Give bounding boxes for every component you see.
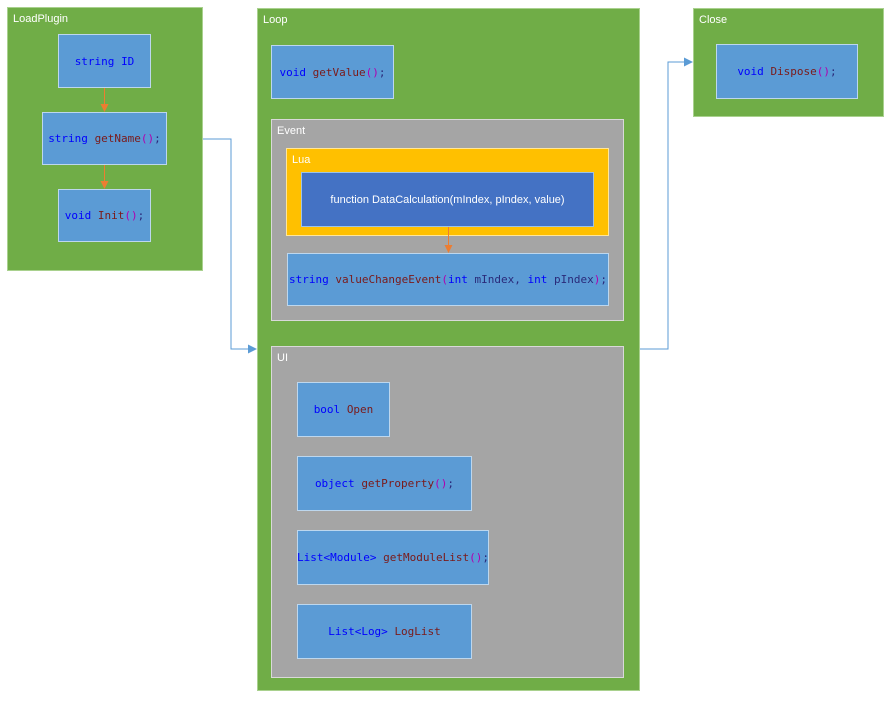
type-label: List<Module> bbox=[296, 551, 377, 564]
node-get-property[interactable]: object getProperty(); bbox=[297, 456, 472, 511]
semicolon-label: ; bbox=[482, 551, 490, 564]
semicolon-label: ; bbox=[600, 273, 607, 286]
name-label: getName bbox=[94, 132, 141, 145]
name-label: Open bbox=[346, 403, 374, 416]
semicolon-label: ; bbox=[154, 132, 161, 145]
parens-label: () bbox=[365, 65, 379, 79]
type-label: string bbox=[48, 132, 88, 145]
type-label: object bbox=[314, 477, 355, 490]
semicolon-label: ; bbox=[378, 65, 386, 79]
group-lua-title: Lua bbox=[292, 154, 311, 166]
name-label: ID bbox=[121, 54, 135, 68]
group-close-title: Close bbox=[699, 14, 728, 26]
node-bool-open[interactable]: bool Open bbox=[297, 382, 390, 437]
close-paren-label: ) bbox=[593, 273, 601, 286]
type-label: string bbox=[74, 54, 115, 68]
type-label: bool bbox=[313, 403, 341, 416]
type-label: void bbox=[279, 65, 307, 79]
group-ui-title: UI bbox=[277, 352, 288, 364]
type-label: void bbox=[64, 209, 92, 222]
name-label: Dispose bbox=[770, 65, 817, 78]
arg1-type-label: int bbox=[447, 273, 468, 286]
name-label: LogList bbox=[394, 625, 441, 638]
node-data-calculation[interactable]: function DataCalculation(mIndex, pIndex,… bbox=[301, 172, 594, 227]
node-dispose[interactable]: void Dispose(); bbox=[716, 44, 858, 99]
type-label: void bbox=[737, 65, 764, 78]
name-label: getProperty bbox=[361, 477, 435, 490]
node-log-list[interactable]: List<Log> LogList bbox=[297, 604, 472, 659]
node-get-module-list[interactable]: List<Module> getModuleList(); bbox=[297, 530, 489, 585]
parens-label: () bbox=[124, 209, 138, 222]
parens-label: () bbox=[469, 551, 483, 564]
arrow-loop-to-close bbox=[640, 57, 693, 350]
arg2-type-label: int bbox=[527, 273, 548, 286]
group-loop-title: Loop bbox=[263, 14, 288, 26]
node-get-value[interactable]: void getValue(); bbox=[271, 45, 394, 99]
open-paren-label: ( bbox=[441, 273, 448, 286]
name-label: getValue bbox=[312, 65, 366, 79]
arg2-label: pIndex bbox=[553, 273, 594, 286]
semicolon-label: ; bbox=[447, 477, 455, 490]
type-label: List<Log> bbox=[328, 625, 388, 638]
semicolon-label: ; bbox=[137, 209, 145, 222]
name-label: valueChangeEvent bbox=[335, 273, 442, 286]
parens-label: () bbox=[140, 132, 155, 145]
parens-label: () bbox=[816, 65, 831, 78]
name-label: Init bbox=[97, 209, 125, 222]
name-label: getModuleList bbox=[383, 551, 470, 564]
group-event-title: Event bbox=[277, 125, 306, 137]
type-label: string bbox=[289, 273, 329, 286]
node-init[interactable]: void Init(); bbox=[58, 189, 151, 242]
arrow-loadplugin-to-loop bbox=[203, 138, 257, 354]
parens-label: () bbox=[434, 477, 448, 490]
node-value-change-event[interactable]: string valueChangeEvent(int mIndex, int … bbox=[287, 253, 609, 306]
function-signature: function DataCalculation(mIndex, pIndex,… bbox=[330, 193, 565, 206]
node-get-name[interactable]: string getName(); bbox=[42, 112, 167, 165]
group-load-plugin-title: LoadPlugin bbox=[13, 13, 69, 25]
node-string-id[interactable]: string ID bbox=[58, 34, 151, 88]
semicolon-label: ; bbox=[830, 65, 837, 78]
arg1-label: mIndex, bbox=[474, 273, 521, 286]
